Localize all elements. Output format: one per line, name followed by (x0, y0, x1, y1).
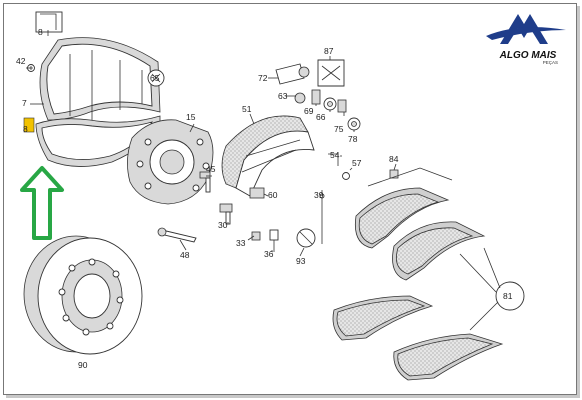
hardware (157, 153, 350, 252)
label-7: 7 (22, 98, 27, 108)
brake-shoe-upper (221, 115, 315, 197)
label-87: 87 (324, 46, 334, 56)
label-39: 39 (314, 190, 324, 200)
part-labels: 8 42 7 8 65 15 51 72 87 63 69 66 75 78 4… (16, 27, 513, 370)
leader-lines (26, 30, 397, 257)
label-51: 51 (242, 104, 252, 114)
label-90: 90 (78, 360, 88, 370)
label-36: 36 (264, 249, 274, 259)
label-54: 54 (330, 150, 340, 160)
logo-sub-text: PEÇAS (543, 60, 558, 65)
label-81: 81 (503, 291, 513, 301)
brake-drum (23, 235, 143, 355)
highlight-clip (23, 117, 35, 133)
label-63: 63 (278, 91, 288, 101)
label-93: 93 (296, 256, 306, 266)
brake-linings (332, 167, 525, 381)
label-8-side: 8 (23, 124, 28, 134)
logo-brand-text: ALGO MAIS (499, 50, 557, 61)
dust-shield (23, 11, 165, 167)
brand-logo: ALGO MAIS PEÇAS (486, 14, 566, 65)
cam-parts (275, 59, 361, 131)
label-30: 30 (218, 220, 228, 230)
label-75: 75 (334, 124, 344, 134)
label-78: 78 (348, 134, 358, 144)
label-45: 45 (206, 164, 216, 174)
label-65: 65 (150, 73, 160, 83)
brake-carrier (127, 119, 214, 205)
green-up-arrow-icon (20, 166, 64, 240)
label-72: 72 (258, 73, 268, 83)
label-48: 48 (180, 250, 190, 260)
label-42: 42 (16, 56, 26, 66)
label-57: 57 (352, 158, 362, 168)
label-84: 84 (389, 154, 399, 164)
label-33: 33 (236, 238, 246, 248)
logo-swoosh-icon (486, 27, 566, 40)
label-8-top: 8 (38, 27, 43, 37)
label-15: 15 (186, 112, 196, 122)
label-60: 60 (268, 190, 278, 200)
label-69: 69 (304, 106, 314, 116)
label-66: 66 (316, 112, 326, 122)
